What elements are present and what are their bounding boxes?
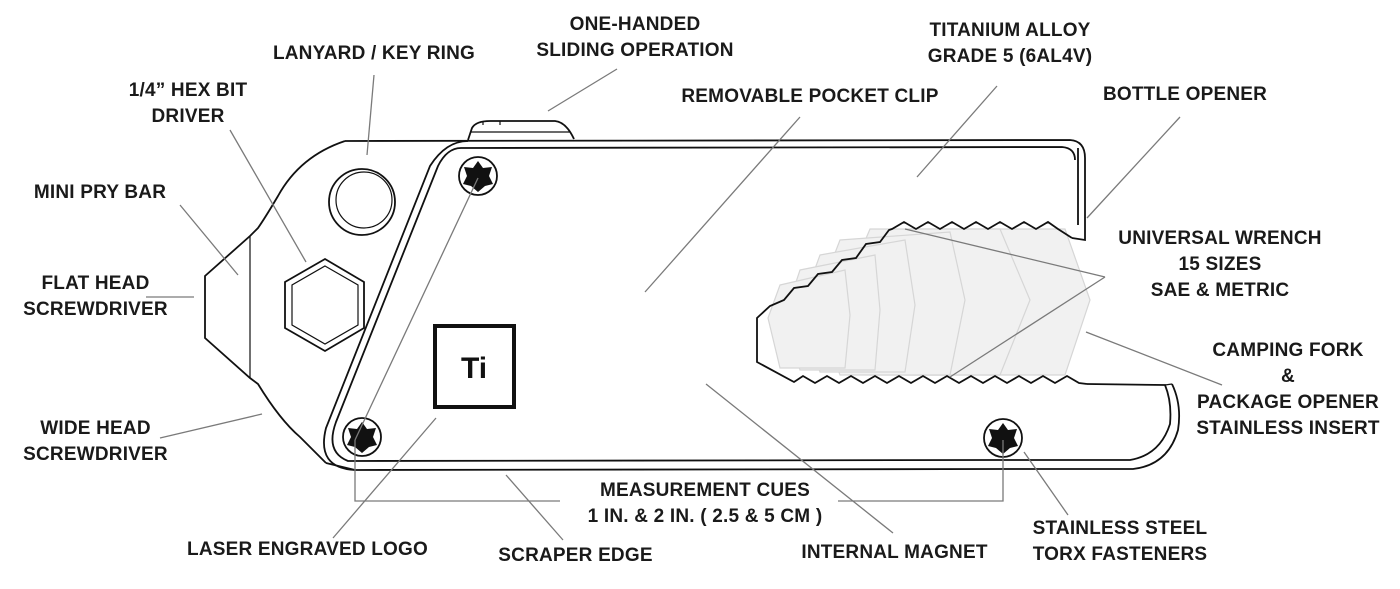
ti-logo: Ti bbox=[433, 324, 516, 409]
label-wide-head: WIDE HEAD SCREWDRIVER bbox=[23, 418, 168, 465]
label-camping-fork: CAMPING FORK & PACKAGE OPENER STAINLESS … bbox=[1196, 340, 1380, 439]
lanyard-hole bbox=[328, 168, 396, 236]
leader-magnet bbox=[705, 383, 894, 534]
leader-one-handed bbox=[547, 68, 618, 112]
label-scraper: SCRAPER EDGE bbox=[498, 545, 653, 566]
leader-hex-bit bbox=[229, 129, 307, 263]
leader-measure-left bbox=[354, 440, 560, 502]
label-titanium: TITANIUM ALLOY GRADE 5 (6AL4V) bbox=[927, 20, 1093, 67]
label-pocket-clip: REMOVABLE POCKET CLIP bbox=[681, 86, 939, 107]
leader-camping-fork bbox=[1085, 331, 1223, 386]
leader-wrench-b bbox=[949, 276, 1106, 378]
leader-torx-to-measure bbox=[354, 177, 479, 441]
label-torx: STAINLESS STEEL TORX FASTENERS bbox=[1032, 518, 1208, 565]
leader-titanium bbox=[916, 85, 998, 178]
leader-bottle-opener bbox=[1086, 116, 1181, 219]
leader-wide-head bbox=[159, 413, 263, 439]
label-one-handed: ONE-HANDED SLIDING OPERATION bbox=[536, 14, 734, 61]
wrench-cutout bbox=[756, 220, 1091, 385]
leader-laser-logo bbox=[332, 417, 437, 539]
tool-body bbox=[204, 139, 1181, 471]
leader-wrench-a bbox=[904, 228, 1106, 278]
leader-lines bbox=[146, 68, 1223, 541]
torx-screw-top bbox=[458, 156, 498, 196]
slide-button bbox=[467, 120, 575, 141]
label-measurement: MEASUREMENT CUES 1 IN. & 2 IN. ( 2.5 & 5… bbox=[587, 480, 823, 527]
label-magnet: INTERNAL MAGNET bbox=[801, 542, 988, 563]
label-flat-head: FLAT HEAD SCREWDRIVER bbox=[23, 273, 168, 320]
leader-scraper bbox=[505, 474, 564, 541]
label-lanyard: LANYARD / KEY RING bbox=[272, 43, 476, 64]
leader-torx bbox=[1023, 451, 1069, 516]
leader-measure-right bbox=[838, 440, 1004, 502]
label-bottle-opener: BOTTLE OPENER bbox=[1102, 84, 1268, 105]
label-mini-pry: MINI PRY BAR bbox=[33, 182, 167, 203]
leader-lanyard bbox=[366, 74, 375, 156]
ti-logo-text: Ti bbox=[461, 352, 487, 385]
label-hex-bit: 1/4” HEX BIT DRIVER bbox=[128, 80, 248, 127]
label-laser-logo: LASER ENGRAVED LOGO bbox=[187, 539, 428, 560]
label-wrench: UNIVERSAL WRENCH 15 SIZES SAE & METRIC bbox=[1118, 228, 1322, 301]
hex-bit-socket bbox=[284, 257, 365, 353]
leader-pocket-clip bbox=[644, 116, 801, 293]
leader-mini-pry bbox=[179, 204, 239, 276]
